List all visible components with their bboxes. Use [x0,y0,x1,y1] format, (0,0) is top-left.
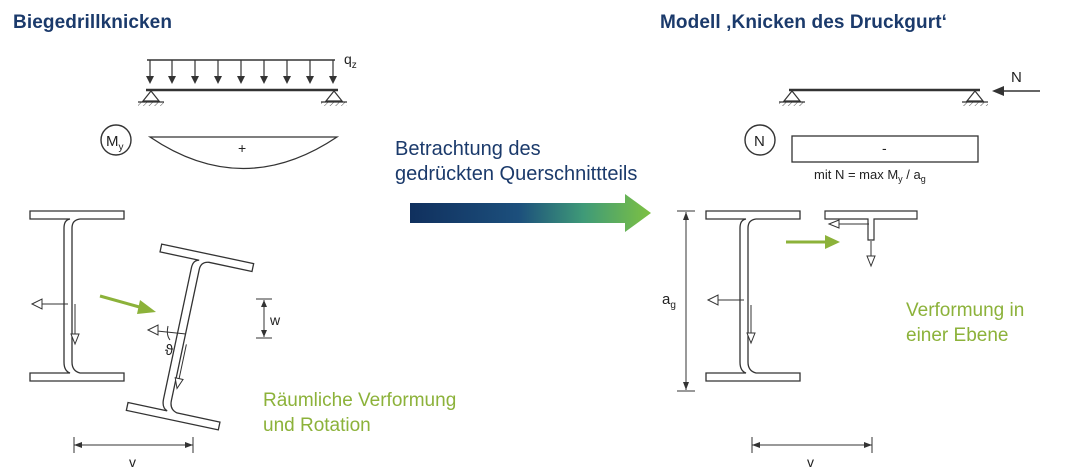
i-beam-original-center-arrows [30,298,80,346]
force-label: N [1011,69,1022,86]
compression-flange-section [824,210,918,268]
load-arrows [146,60,337,84]
moment-diagram: + [147,136,340,170]
v-dimension-right [751,437,873,453]
i-beam-original [29,210,125,382]
theta-label: ϑ [165,342,174,359]
right-caption-line2: einer Ebene [906,325,1009,346]
left-support-roller [321,90,347,106]
center-caption: Betrachtung des gedrückten Querschnittte… [395,137,637,187]
w-dimension [256,298,272,339]
center-caption-line1: Betrachtung des [395,138,541,160]
moment-sign: + [238,140,246,156]
svg-text:My: My [106,133,124,153]
axial-force-arrow [992,86,1040,96]
v-dimension-left [73,437,194,453]
normal-force-diagram: - [791,135,979,163]
rotated-beam-arrows [146,324,187,341]
green-arrow-left [99,294,156,314]
normal-force-sign: - [882,140,887,156]
ag-dimension [677,210,695,392]
i-beam-right-center-arrows [706,294,756,345]
distributed-load [146,59,337,84]
right-support-pin [779,90,805,106]
green-arrow-right [786,235,840,249]
v-label-left: v [129,454,136,470]
left-caption-line2: und Rotation [263,415,371,436]
v-label-right: v [807,454,814,470]
title-model-knicken-druckgurt: Modell ‚Knicken des Druckgurt‘ [660,12,947,33]
transition-arrow [410,194,651,232]
ag-label: ag [662,291,676,311]
left-caption: Räumliche Verformung und Rotation [263,388,456,438]
i-beam-rotated [125,243,255,431]
left-caption-line1: Räumliche Verformung [263,390,457,411]
right-caption-line1: Verformung in [906,300,1025,321]
load-label: qz [344,51,357,71]
formula-label: mit N = max My / ag [814,167,926,184]
w-label: w [269,312,281,328]
center-caption-line2: gedrückten Querschnittteils [395,163,638,185]
title-biegedrillknicken: Biegedrillknicken [13,12,173,33]
left-support-pin [138,90,164,106]
normal-force-symbol: N [744,124,776,156]
i-beam-right [705,210,801,382]
right-support-roller [962,90,988,106]
svg-text:N: N [754,133,765,150]
moment-symbol: My [100,124,132,156]
right-caption: Verformung in einer Ebene [906,298,1024,348]
